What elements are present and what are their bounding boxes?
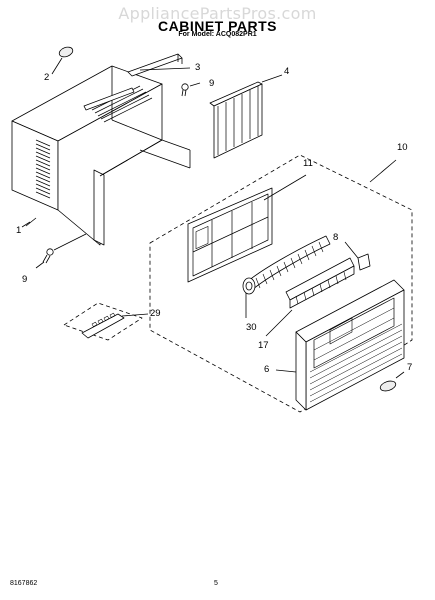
part-29-remote-control[interactable] xyxy=(63,302,149,341)
part-3-rail[interactable] xyxy=(83,53,191,111)
callout-3: 3 xyxy=(195,62,201,73)
part-7-badge[interactable] xyxy=(379,371,405,393)
callout-10: 10 xyxy=(397,142,408,153)
part-6-front-panel[interactable] xyxy=(275,279,405,411)
callout-11: 11 xyxy=(303,158,313,169)
callout-9-upper: 9 xyxy=(209,78,215,89)
callout-7: 7 xyxy=(407,362,413,373)
part-8-clip[interactable] xyxy=(344,241,371,271)
part-2-seal[interactable] xyxy=(51,45,74,75)
part-11-filter[interactable] xyxy=(187,174,307,283)
page-number: 5 xyxy=(214,580,218,587)
document-number: 8167862 xyxy=(10,580,38,587)
callout-6: 6 xyxy=(264,364,270,375)
callout-4: 4 xyxy=(284,66,290,77)
diagram-title: CABINET PARTS xyxy=(157,18,278,34)
callout-17: 17 xyxy=(258,340,269,351)
part-1-cabinet[interactable] xyxy=(11,65,191,246)
callout-9-lower: 9 xyxy=(22,274,28,285)
part-9-screw-upper[interactable] xyxy=(181,82,201,97)
model-subtitle: For Model: ACQ082PR1 xyxy=(178,31,257,38)
callout-2: 2 xyxy=(44,72,50,83)
part-10-front-assembly-outline xyxy=(149,154,413,413)
part-17-louver[interactable] xyxy=(265,257,355,337)
callout-8: 8 xyxy=(333,232,339,243)
watermark: AppliancePartsPros.com xyxy=(118,4,317,23)
part-4-side-panel[interactable] xyxy=(209,74,283,159)
part-30-blower-wheel[interactable] xyxy=(242,235,331,318)
callout-29: 29 xyxy=(150,308,161,319)
part-9-screw-lower[interactable] xyxy=(35,233,87,269)
callout-1: 1 xyxy=(16,225,22,236)
callout-30: 30 xyxy=(246,322,257,333)
